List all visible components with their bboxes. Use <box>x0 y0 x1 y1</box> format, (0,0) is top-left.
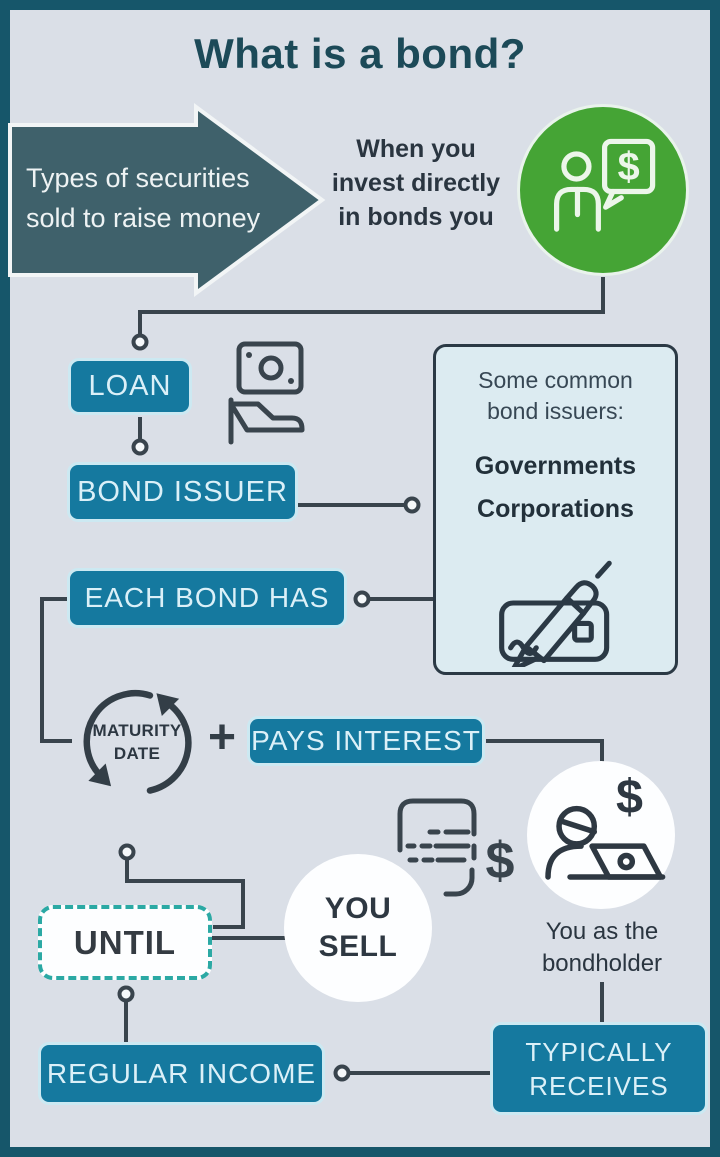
arrow-callout-line1: Types of securities <box>26 163 250 193</box>
bondholder-caption-line1: You as the <box>545 918 659 945</box>
phone-receipt-dollar-icon: $ <box>397 798 515 897</box>
intro-line2: invest directly <box>331 169 501 197</box>
banknote-in-hand-icon <box>228 341 305 445</box>
maturity-date-label: MATURITY DATE <box>77 719 197 765</box>
you-sell-label: YOU SELL <box>319 890 398 966</box>
connector-dot <box>403 496 421 514</box>
dollar-glyph: $ <box>486 832 515 890</box>
until-label: UNTIL <box>73 923 177 961</box>
intro-text: When you invest directly in bonds you <box>316 132 516 234</box>
dollar-glyph: $ <box>616 770 643 824</box>
issuers-heading-line2: bond issuers: <box>487 398 624 424</box>
page-title: What is a bond? <box>194 30 526 77</box>
maturity-line2: DATE <box>113 744 161 763</box>
connector-dot <box>117 985 135 1003</box>
node-until: UNTIL <box>38 905 212 980</box>
issuers-heading: Some common bond issuers: <box>436 365 675 427</box>
arrow-callout-line2: sold to raise money <box>26 203 261 233</box>
connector-dot <box>333 1064 351 1082</box>
intro-line3: in bonds you <box>338 203 494 231</box>
person-with-dollar-speech-bubble-icon: $ <box>554 138 656 232</box>
node-pays-interest: PAYS INTEREST <box>247 716 485 766</box>
dollar-glyph: $ <box>618 145 640 189</box>
node-bond-issuer: BOND ISSUER <box>67 462 298 522</box>
bondholder-caption-line2: bondholder <box>541 950 663 977</box>
plus-icon: + <box>207 711 237 764</box>
connector-dot <box>353 590 371 608</box>
intro-line1: When you <box>356 135 476 163</box>
node-regular-income: REGULAR INCOME <box>38 1042 325 1105</box>
line-paysinterest-to-bondholder <box>486 739 604 763</box>
node-loan: LOAN <box>68 358 192 415</box>
issuer-item-governments: Governments <box>474 452 637 480</box>
connector-dot <box>118 843 136 861</box>
connector-dot <box>131 333 149 351</box>
connector-dot <box>131 438 149 456</box>
pen-signing-document-icon <box>499 560 612 667</box>
issuers-heading-line1: Some common <box>478 367 633 393</box>
issuer-item-corporations: Corporations <box>477 495 634 523</box>
person-at-laptop-dollar-icon: $ <box>545 770 666 880</box>
bondholder-caption: You as the bondholder <box>500 916 704 980</box>
arrow-callout-text: Types of securities sold to raise money <box>26 158 306 238</box>
big-arrow-shape <box>8 103 326 297</box>
node-typically-receives: TYPICALLY RECEIVES <box>490 1022 708 1115</box>
typically-line1: TYPICALLY <box>525 1036 673 1067</box>
maturity-cycle-icon <box>83 690 192 794</box>
line-cycle-to-until <box>125 859 245 929</box>
issuers-list: Governments Corporations <box>436 445 675 531</box>
investor-circle: $ <box>517 104 689 276</box>
you-sell-line2: SELL <box>318 930 398 963</box>
issuers-box: Some common bond issuers: Governments Co… <box>433 344 678 675</box>
you-sell-line1: YOU <box>324 892 392 925</box>
bondholder-circle: $ <box>527 761 675 909</box>
typically-line2: RECEIVES <box>529 1070 669 1101</box>
line-eachbond-to-cycle <box>40 597 72 743</box>
node-each-bond-has: EACH BOND HAS <box>67 568 347 628</box>
you-sell-circle: YOU SELL <box>284 854 432 1002</box>
line-investor-to-loan <box>138 277 605 334</box>
maturity-line1: MATURITY <box>92 721 182 740</box>
